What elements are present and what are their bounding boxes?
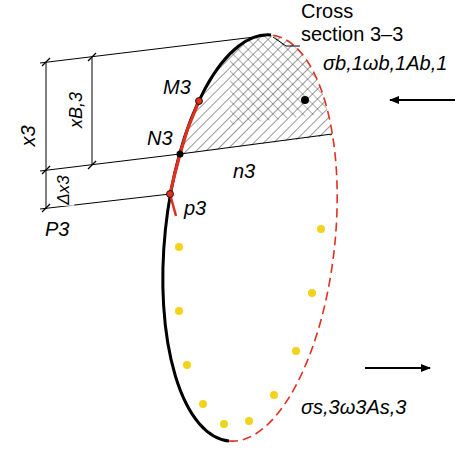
point-label: p3	[183, 197, 207, 220]
point-m	[196, 98, 203, 105]
section-outline-dashed	[229, 35, 337, 441]
level-line	[40, 35, 271, 63]
point-label: M3	[162, 76, 192, 99]
dimension-label: Δx3	[54, 174, 74, 205]
section-title: Cross section 3–3	[300, 0, 414, 46]
concrete-force-arrow	[390, 99, 455, 101]
red-segment	[170, 101, 199, 194]
leader-line	[273, 37, 300, 46]
resultant-point	[301, 96, 309, 104]
point-label: n3	[232, 160, 256, 183]
section-outline	[163, 35, 271, 441]
level-line	[40, 154, 180, 171]
steel-force-arrow	[365, 367, 430, 369]
point-label: P3	[44, 218, 70, 241]
chord-line	[180, 134, 332, 154]
dimension-label: x3	[17, 124, 40, 147]
dimension-line	[46, 62, 47, 209]
point-p	[167, 191, 174, 198]
force-label: σs,3ω3As,3	[300, 396, 407, 419]
dimension-label: xB,3	[66, 91, 87, 129]
force-label: σb,1ωb,1Ab,1	[322, 52, 448, 75]
point-n	[177, 151, 184, 158]
dimension-line	[92, 57, 93, 165]
point-label: N3	[146, 127, 174, 150]
